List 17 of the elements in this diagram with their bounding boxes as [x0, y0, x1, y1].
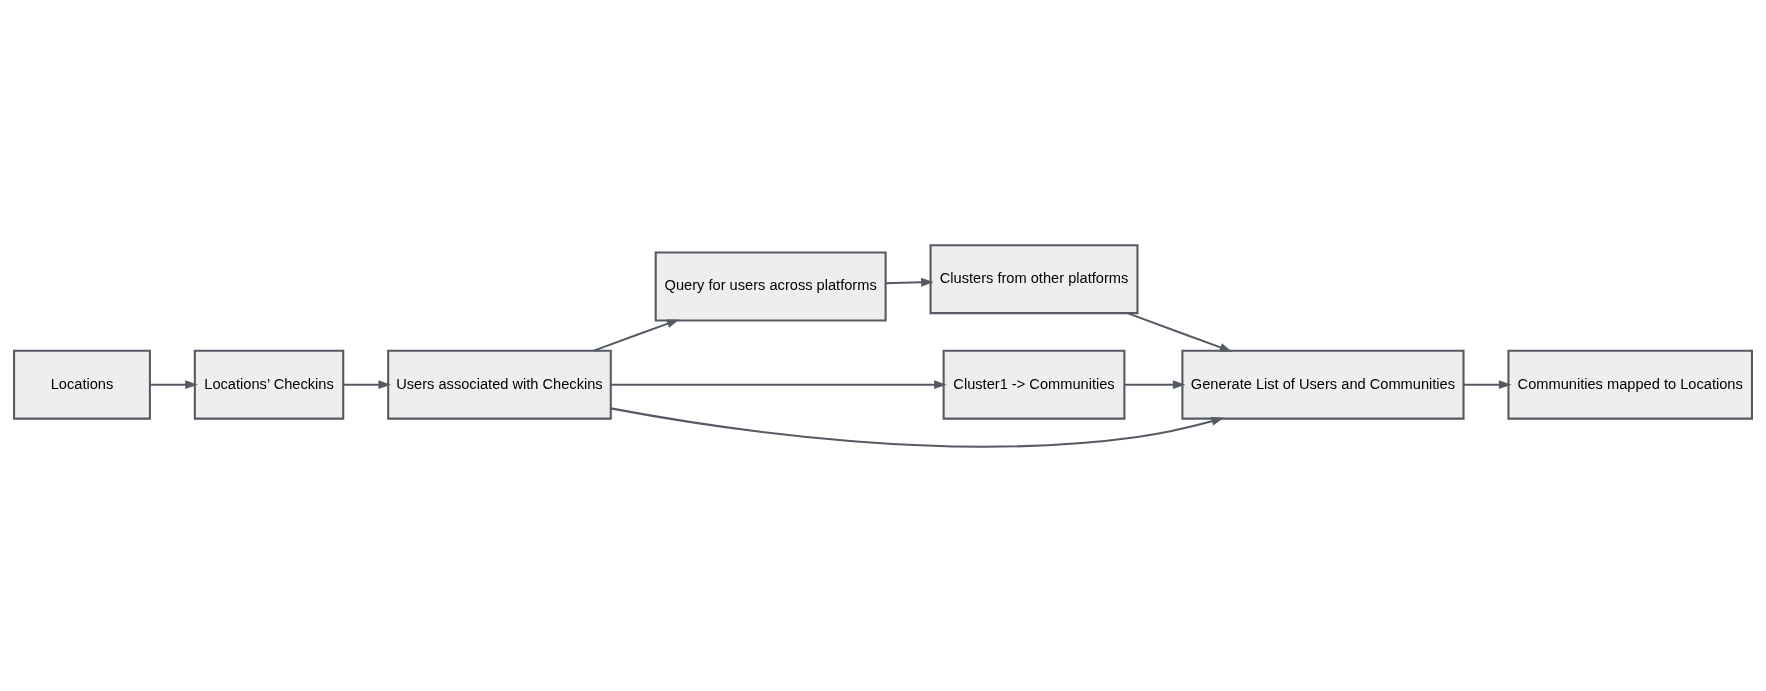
arrow — [1127, 311, 1233, 352]
node-box: Locations — [13, 349, 151, 420]
node-box: Cluster1 -> Communities — [942, 349, 1126, 420]
node-box: Clusters from other platforms — [929, 243, 1139, 314]
arrow — [610, 406, 1225, 448]
arrow — [343, 379, 391, 389]
arrow — [593, 318, 680, 352]
node-box: Generate List of Users and Communities — [1181, 349, 1465, 420]
arrow — [1124, 379, 1186, 389]
node-box: Users associated with Checkins — [387, 349, 612, 420]
arrow — [885, 277, 934, 287]
arrow — [150, 379, 198, 389]
node-box: Query for users across platforms — [654, 250, 887, 321]
node-box: Locations’ Checkins — [193, 349, 345, 420]
arrow — [1463, 379, 1512, 389]
node-box: Communities mapped to Locations — [1507, 349, 1753, 420]
arrow — [610, 379, 947, 389]
